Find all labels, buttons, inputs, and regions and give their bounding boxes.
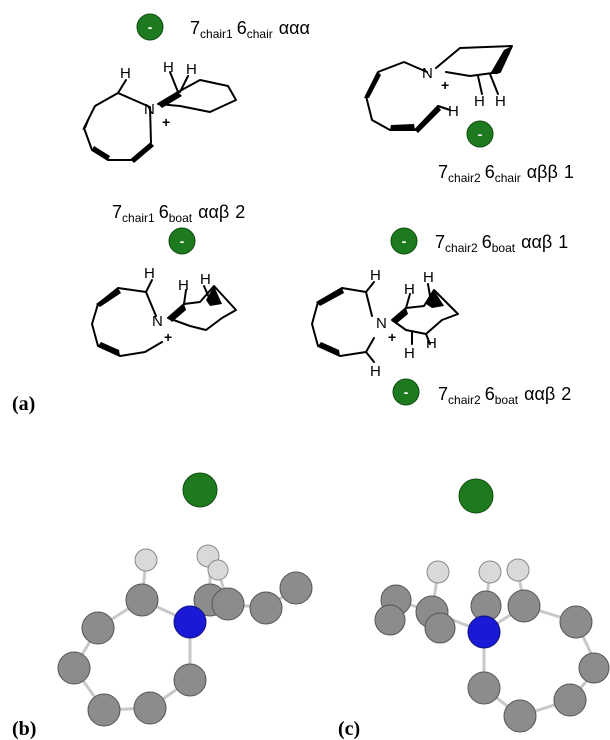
svg-text:-: - (402, 233, 407, 249)
hydrogen-label: H (370, 267, 381, 284)
anion-charge: - (148, 19, 153, 35)
hydrogen-atom (207, 559, 229, 581)
hydrogen-label: H (495, 93, 506, 110)
hydrogen-label: H (200, 271, 211, 288)
nitrogen-atom (173, 605, 207, 639)
hydrogen-label: H (186, 61, 197, 78)
hydrogen-label: H (370, 363, 381, 380)
panel-label-a: (a) (12, 393, 35, 415)
chloride-anion (182, 472, 218, 508)
hydrogen-label: H (163, 59, 174, 76)
hydrogen-label: H (404, 345, 415, 362)
hydrogen-label: H (144, 265, 155, 282)
carbon-atom (559, 605, 593, 639)
svg-text:-: - (180, 233, 185, 249)
nitrogen-label: N (152, 313, 163, 330)
cation-charge: + (164, 329, 172, 345)
hydrogen-atom (478, 560, 502, 584)
structure-2: H N + H H (364, 45, 513, 133)
carbon-atom (81, 611, 115, 645)
anion-marker-1: - (136, 13, 164, 41)
hydrogen-label: H (426, 335, 437, 352)
carbon-atom (125, 583, 159, 617)
carbon-atom (503, 699, 537, 733)
carbon-atom (578, 652, 610, 684)
carbon-atom (133, 691, 167, 725)
anion-marker-5: - (392, 378, 420, 406)
panel-label-b: (b) (12, 718, 36, 740)
hydrogen-atom (506, 558, 530, 582)
structure-4: H H N + H H H H (311, 267, 459, 380)
hydrogen-label: H (120, 65, 131, 82)
hydrogen-atom (426, 560, 450, 584)
nitrogen-label: N (376, 315, 387, 332)
nitrogen-atom (467, 615, 501, 649)
structure-3: H N + H H (91, 265, 237, 357)
cation-charge: + (388, 329, 396, 345)
carbon-atom (279, 571, 313, 605)
carbon-atom (467, 671, 501, 705)
cation-charge: + (441, 77, 449, 93)
anion-marker-2: - (466, 120, 494, 148)
ball-stick-model-b (57, 472, 313, 727)
svg-text:-: - (478, 126, 483, 142)
nitrogen-label: N (422, 65, 433, 82)
structure-1: H N + H H (82, 59, 237, 163)
anion-marker-3: - (168, 227, 196, 255)
carbon-atom (173, 663, 207, 697)
carbon-atom (87, 693, 121, 727)
anion-marker-4: - (390, 227, 418, 255)
chloride-anion (458, 478, 494, 514)
hydrogen-label: H (448, 103, 459, 120)
carbon-atom (374, 604, 406, 636)
cation-charge: + (162, 114, 170, 130)
hydrogen-label: H (178, 277, 189, 294)
hydrogen-label: H (404, 281, 415, 298)
nitrogen-label: N (144, 101, 155, 118)
svg-text:-: - (404, 384, 409, 400)
carbon-atom (507, 589, 541, 623)
hydrogen-label: H (423, 269, 434, 286)
hydrogen-label: H (474, 93, 485, 110)
carbon-atom (424, 612, 456, 644)
carbon-atom (57, 651, 91, 685)
carbon-atom (553, 683, 587, 717)
ball-stick-model-c (374, 478, 610, 733)
hydrogen-atom (134, 548, 158, 572)
panel-label-c: (c) (338, 718, 360, 740)
carbon-atom (249, 591, 283, 625)
carbon-atom (211, 587, 245, 621)
